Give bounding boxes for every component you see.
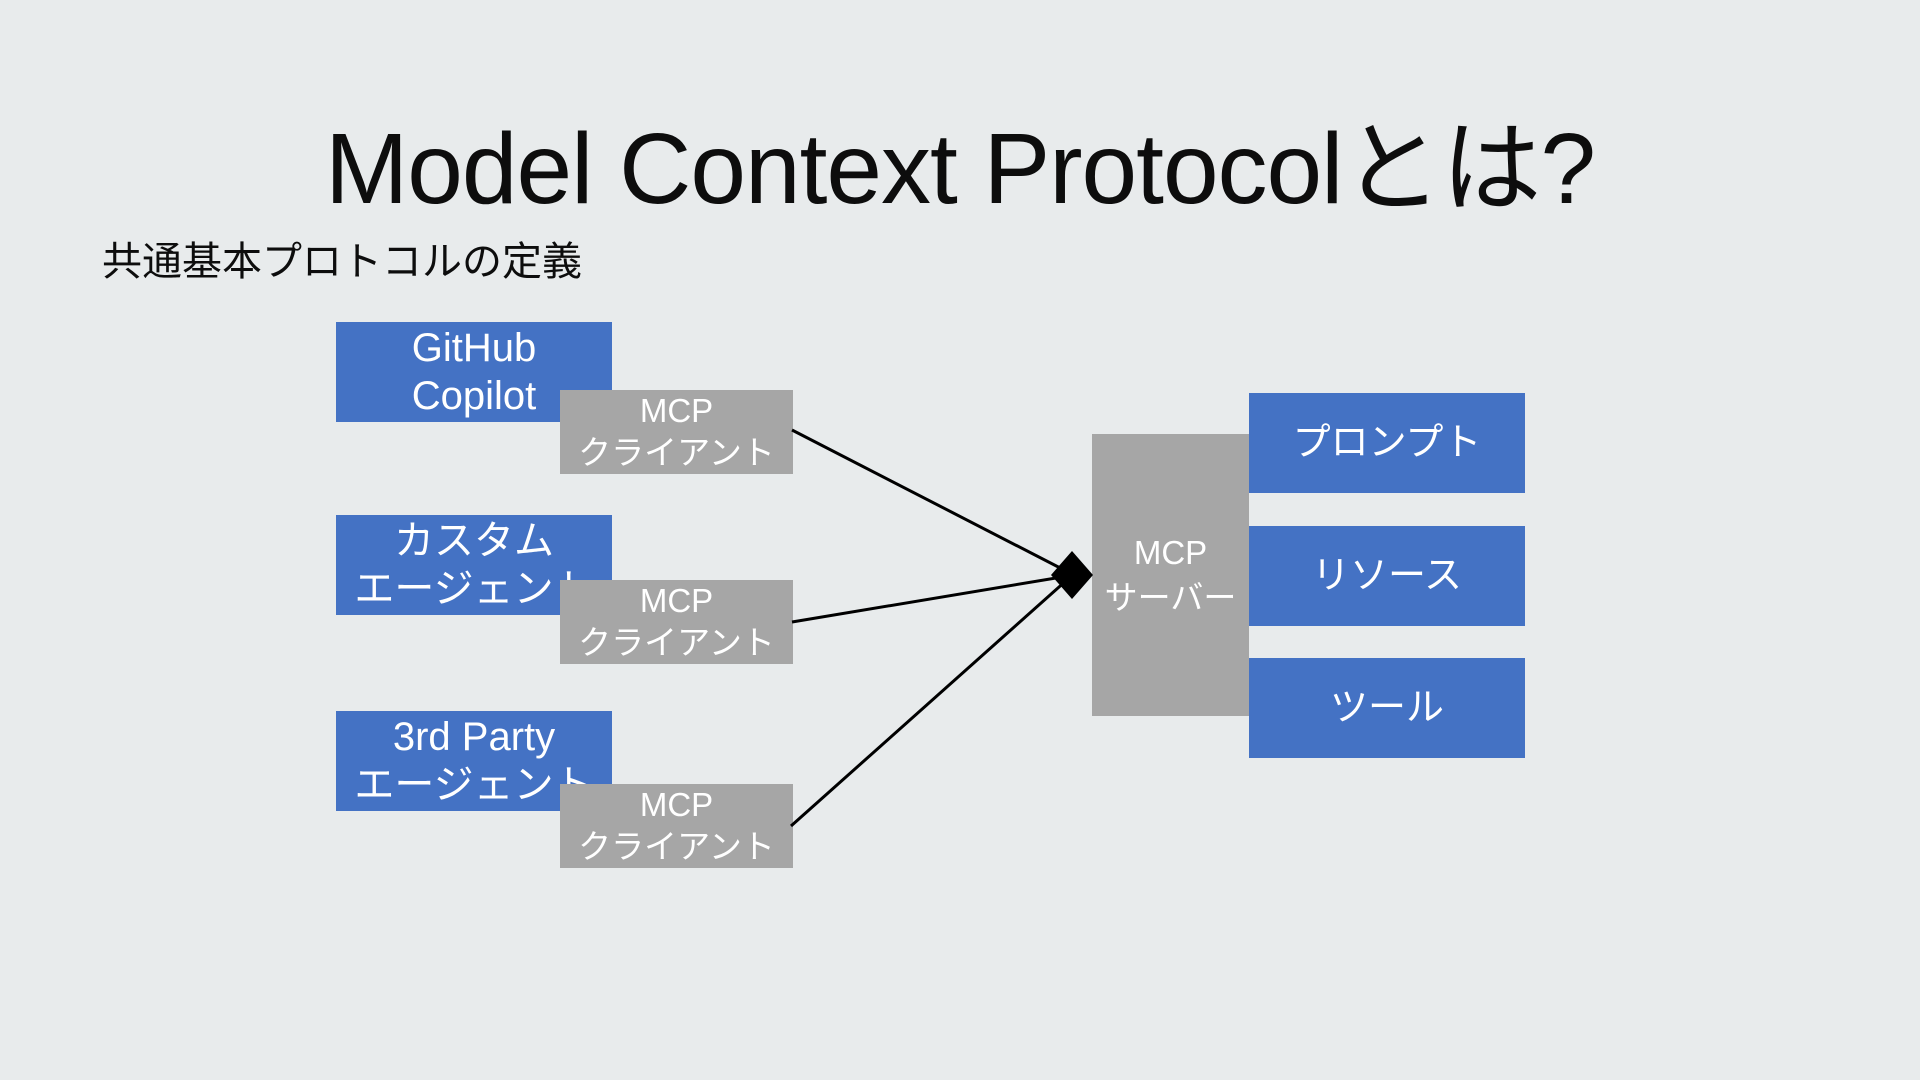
arrowhead-icon [1051,551,1093,599]
capability-label: プロンプト [1292,422,1482,464]
mcp-client-label-line2: クライアント [578,434,775,471]
page-title: Model Context Protocolとは? [324,113,1596,225]
capability-label: ツール [1329,687,1444,729]
capability-box-resource: リソース [1249,526,1525,626]
agent-label-line1: GitHub [411,326,537,370]
mcp-client-label-line2: クライアント [578,828,775,865]
mcp-client-box-2: MCP クライアント [560,580,793,664]
agent-label-line1: 3rd Party [392,715,556,759]
agent-label-line2: エージェント [354,567,594,611]
capability-label: リソース [1311,555,1463,597]
mcp-server-label-line2: サーバー [1104,579,1237,616]
mcp-server-box: MCP サーバー [1092,434,1249,716]
mcp-server-label-line1: MCP [1133,534,1208,571]
agent-box-github-copilot: GitHub Copilot [336,322,612,422]
capability-box-tool: ツール [1249,658,1525,758]
agent-box-3rd-party-agent: 3rd Party エージェント [336,711,612,811]
agent-label-line2: エージェント [354,763,594,807]
slide-subtitle: 共通基本プロトコルの定義 [102,240,582,284]
mcp-client-label-line2: クライアント [578,624,775,661]
mcp-client-label-line1: MCP [639,392,714,429]
capability-box-prompt: プロンプト [1249,393,1525,493]
connector-client3-to-server [790,577,1069,828]
mcp-client-box-1: MCP クライアント [560,390,793,474]
mcp-client-label-line1: MCP [639,786,714,823]
connector-client2-to-server [791,574,1069,624]
connector-client1-to-server [791,428,1069,574]
agent-label-line1: カスタム [394,519,554,563]
agent-label-line2: Copilot [411,374,537,418]
mcp-client-label-line1: MCP [639,582,714,619]
mcp-client-box-3: MCP クライアント [560,784,793,868]
